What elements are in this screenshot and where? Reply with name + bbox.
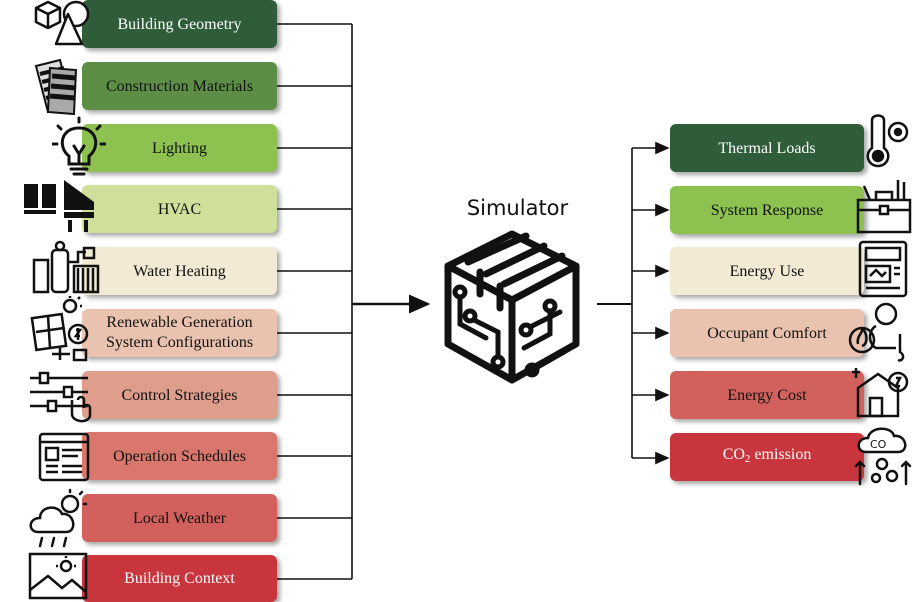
toolbox-icon — [856, 178, 912, 236]
landscape-picture-icon — [28, 550, 90, 602]
input-building-context: Building Context — [82, 555, 277, 602]
input-label: HVAC — [157, 200, 202, 218]
thermometer-icon — [864, 114, 912, 168]
output-system-response: System Response — [670, 186, 864, 234]
output-energy-cost: Energy Cost — [670, 371, 864, 419]
house-cost-icon — [850, 364, 910, 422]
input-construction-materials: Construction Materials — [82, 62, 277, 110]
input-building-geometry: Building Geometry — [82, 0, 277, 48]
input-operation-schedules: Operation Schedules — [82, 432, 277, 480]
output-co2-emission: CO2 emission — [670, 433, 864, 481]
person-comfort-icon — [846, 300, 910, 362]
geometry-shapes-icon — [30, 0, 90, 48]
output-label: CO2 emission — [723, 444, 812, 470]
control-sliders-icon — [28, 370, 94, 428]
input-label: Operation Schedules — [113, 447, 246, 465]
material-swatches-icon — [30, 56, 92, 116]
input-label: Water Heating — [133, 262, 226, 280]
solar-panel-icon — [30, 296, 92, 366]
input-label-line2: System Configurations — [105, 334, 254, 351]
output-energy-use: Energy Use — [670, 247, 864, 295]
input-label: Lighting — [151, 139, 208, 157]
input-label: Building Context — [124, 570, 235, 587]
co2-label-main: CO — [722, 446, 745, 463]
input-lighting: Lighting — [82, 124, 277, 172]
co2-cloud-icon: CO — [854, 424, 914, 486]
output-label: Energy Cost — [727, 386, 807, 404]
co2-label-tail: emission — [750, 446, 812, 463]
input-label: Control Strategies — [121, 386, 238, 404]
output-label: Energy Use — [729, 262, 805, 280]
simulator-chip-cube-icon — [440, 228, 585, 388]
input-local-weather: Local Weather — [82, 494, 277, 542]
output-thermal-loads: Thermal Loads — [670, 124, 864, 172]
input-label: Construction Materials — [105, 77, 254, 95]
input-control-strategies: Control Strategies — [82, 371, 277, 419]
hvac-unit-icon — [22, 174, 98, 238]
input-label: Building Geometry — [117, 15, 242, 33]
input-hvac: HVAC — [82, 185, 277, 233]
simulator-label: Simulator — [466, 196, 569, 220]
energy-meter-icon — [858, 240, 910, 298]
input-label-line1: Renewable Generation — [106, 314, 253, 331]
weather-cloud-icon — [26, 488, 92, 550]
input-label: Local Weather — [132, 509, 227, 527]
schedule-list-icon — [38, 432, 90, 482]
input-water-heating: Water Heating — [82, 247, 277, 295]
light-bulb-icon — [52, 116, 106, 178]
output-label: Thermal Loads — [718, 139, 816, 157]
svg-text:CO: CO — [870, 438, 887, 451]
output-occupant-comfort: Occupant Comfort — [670, 309, 864, 357]
co2-label-subscript: 2 — [744, 453, 751, 465]
output-label: Occupant Comfort — [707, 324, 827, 342]
input-renewable-generation: Renewable Generation System Configuratio… — [82, 309, 277, 357]
water-heater-icon — [30, 238, 102, 294]
output-label: System Response — [710, 201, 824, 219]
